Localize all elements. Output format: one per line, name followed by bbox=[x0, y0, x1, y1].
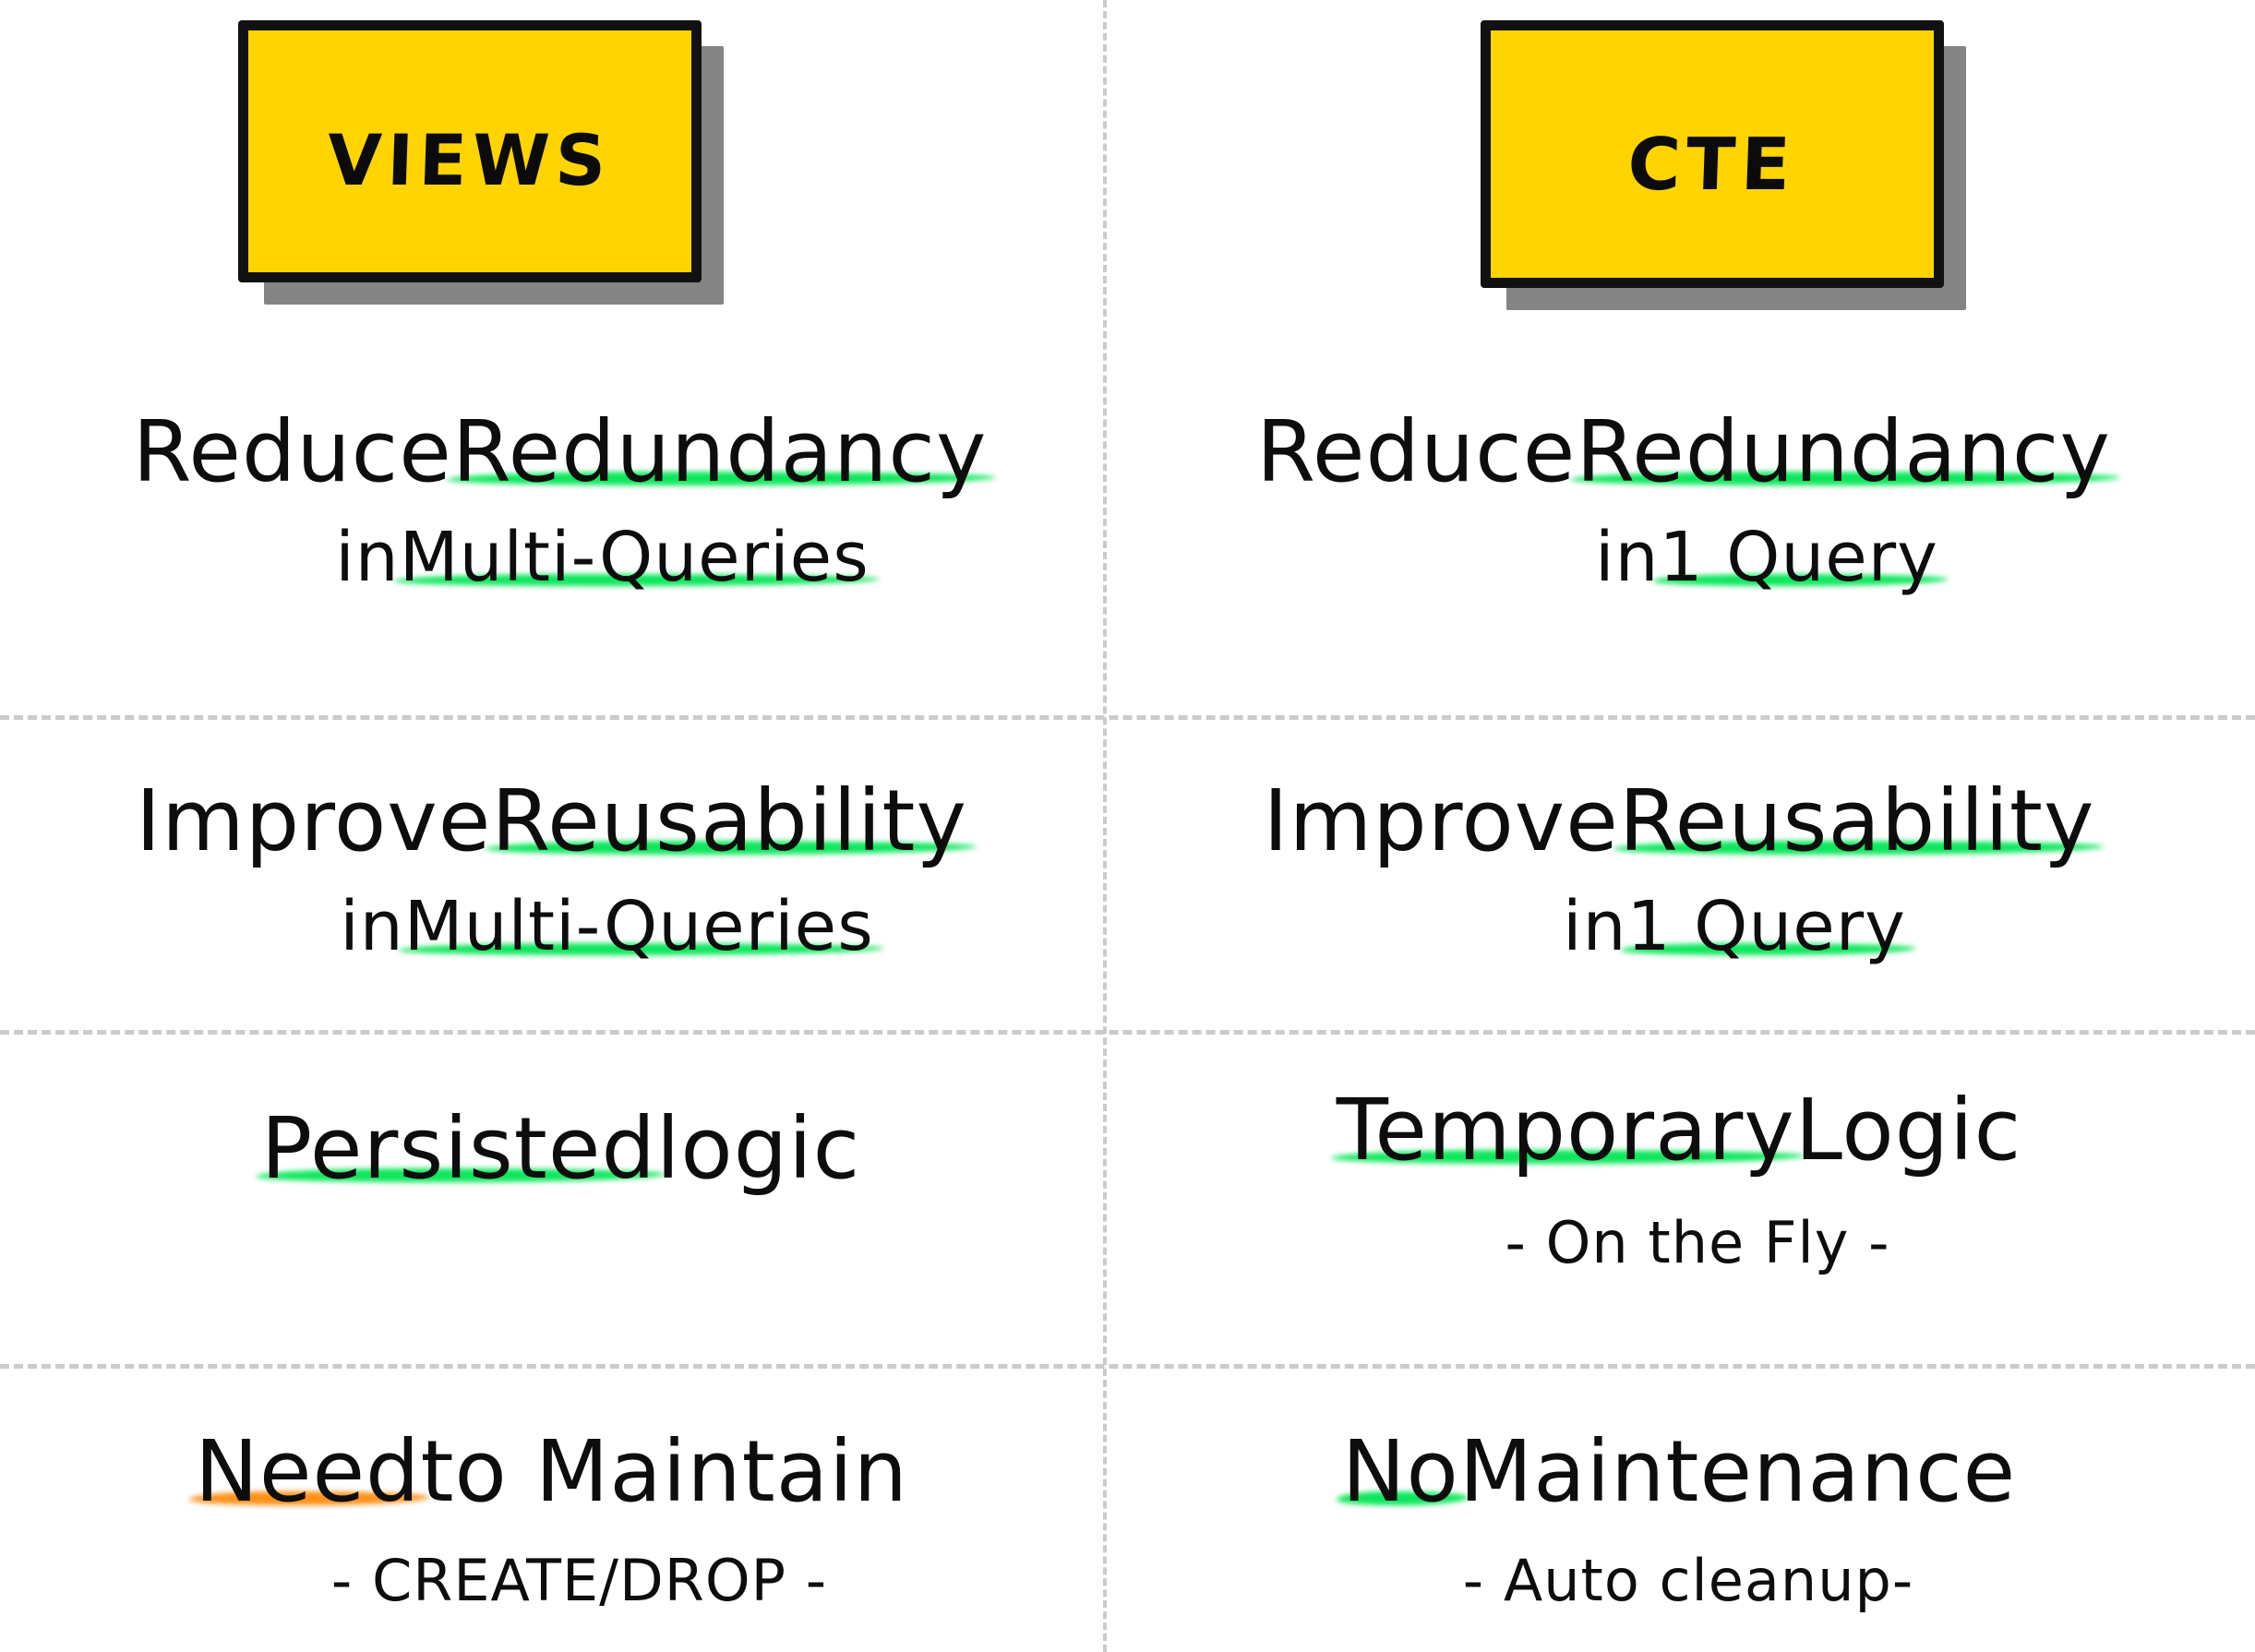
row-4-cte-sub: - Auto cleanup- bbox=[1462, 1547, 1914, 1615]
row-2-cte-sub-highlight: 1 Query bbox=[1626, 887, 1906, 967]
row-3-views: Persisted logic bbox=[0, 1099, 1103, 1198]
row-4-cte-main-highlight: No bbox=[1341, 1422, 1459, 1521]
row-1-views-sub-prefix: in bbox=[335, 518, 400, 598]
row-1-cte-sub-prefix: in bbox=[1595, 518, 1660, 598]
row-3-cte-main-highlight: Temporary bbox=[1336, 1081, 1795, 1179]
row-3-cte: Temporary Logic - On the Fly - bbox=[1103, 1084, 2255, 1275]
row-1-views-sub: in Multi-Queries bbox=[0, 521, 1103, 595]
row-4-views: Need to Maintain - CREATE/DROP - bbox=[0, 1426, 1103, 1612]
header-card-cte: CTE bbox=[1481, 20, 1944, 288]
row-4-views-main: Need to Maintain bbox=[0, 1422, 1103, 1521]
row-2-views-main: Improve Reusability bbox=[0, 772, 1103, 870]
header-card-cte-label: CTE bbox=[1625, 94, 1799, 214]
row-4-views-main-highlight: Need bbox=[195, 1422, 421, 1521]
row-4-views-sub: - CREATE/DROP - bbox=[330, 1547, 828, 1615]
row-1-views-main: Reduce Redundancy bbox=[0, 402, 1103, 501]
row-divider-3 bbox=[0, 1364, 2255, 1369]
row-2-views-main-highlight: Reusability bbox=[491, 772, 967, 870]
row-2-views-sub-highlight: Multi-Queries bbox=[403, 887, 874, 967]
row-1-views: Reduce Redundancy in Multi-Queries bbox=[0, 406, 1103, 595]
row-1-cte: Reduce Redundancy in 1 Query bbox=[1103, 406, 2255, 595]
row-1-views-sub-highlight: Multi-Queries bbox=[399, 518, 870, 598]
header-card-views: VIEWS bbox=[238, 20, 702, 282]
row-2-cte-sub-prefix: in bbox=[1563, 887, 1627, 967]
row-2-cte-main: Improve Reusability bbox=[1103, 772, 2255, 870]
row-1-views-main-highlight: Redundancy bbox=[451, 402, 988, 501]
column-divider-vertical bbox=[1103, 0, 1107, 1652]
row-2-cte: Improve Reusability in 1 Query bbox=[1103, 775, 2255, 964]
row-1-cte-sub-highlight: 1 Query bbox=[1659, 518, 1938, 598]
row-1-cte-main-highlight: Redundancy bbox=[1576, 402, 2111, 501]
row-divider-1 bbox=[0, 715, 2255, 720]
row-3-cte-main-suffix: Logic bbox=[1794, 1081, 2022, 1179]
row-4-cte-main: No Maintenance bbox=[1103, 1422, 2255, 1521]
row-2-views: Improve Reusability in Multi-Queries bbox=[0, 775, 1103, 964]
row-3-views-main-suffix: logic bbox=[655, 1099, 861, 1198]
row-2-views-main-prefix: Improve bbox=[136, 772, 492, 870]
row-4-cte: No Maintenance - Auto cleanup- bbox=[1103, 1426, 2255, 1612]
row-1-cte-main-prefix: Reduce bbox=[1256, 402, 1577, 501]
row-2-cte-main-highlight: Reusability bbox=[1618, 772, 2095, 870]
row-4-views-main-suffix: to Maintain bbox=[420, 1422, 908, 1521]
row-3-views-main: Persisted logic bbox=[0, 1099, 1103, 1198]
row-2-views-sub-prefix: in bbox=[340, 887, 404, 967]
row-3-views-main-highlight: Persisted bbox=[260, 1099, 656, 1198]
row-1-cte-sub: in 1 Query bbox=[1103, 521, 2255, 595]
header-card-views-label: VIEWS bbox=[326, 93, 614, 209]
row-1-cte-main: Reduce Redundancy bbox=[1103, 402, 2255, 501]
row-2-cte-main-prefix: Improve bbox=[1263, 772, 1619, 870]
row-3-cte-sub: - On the Fly - bbox=[1505, 1209, 1890, 1277]
row-4-cte-main-suffix: Maintenance bbox=[1458, 1422, 2017, 1521]
row-1-views-main-prefix: Reduce bbox=[132, 402, 452, 501]
row-2-cte-sub: in 1 Query bbox=[1103, 887, 2255, 967]
row-3-cte-main: Temporary Logic bbox=[1103, 1081, 2255, 1179]
row-2-views-sub: in Multi-Queries bbox=[0, 887, 1103, 967]
row-divider-2 bbox=[0, 1030, 2255, 1035]
